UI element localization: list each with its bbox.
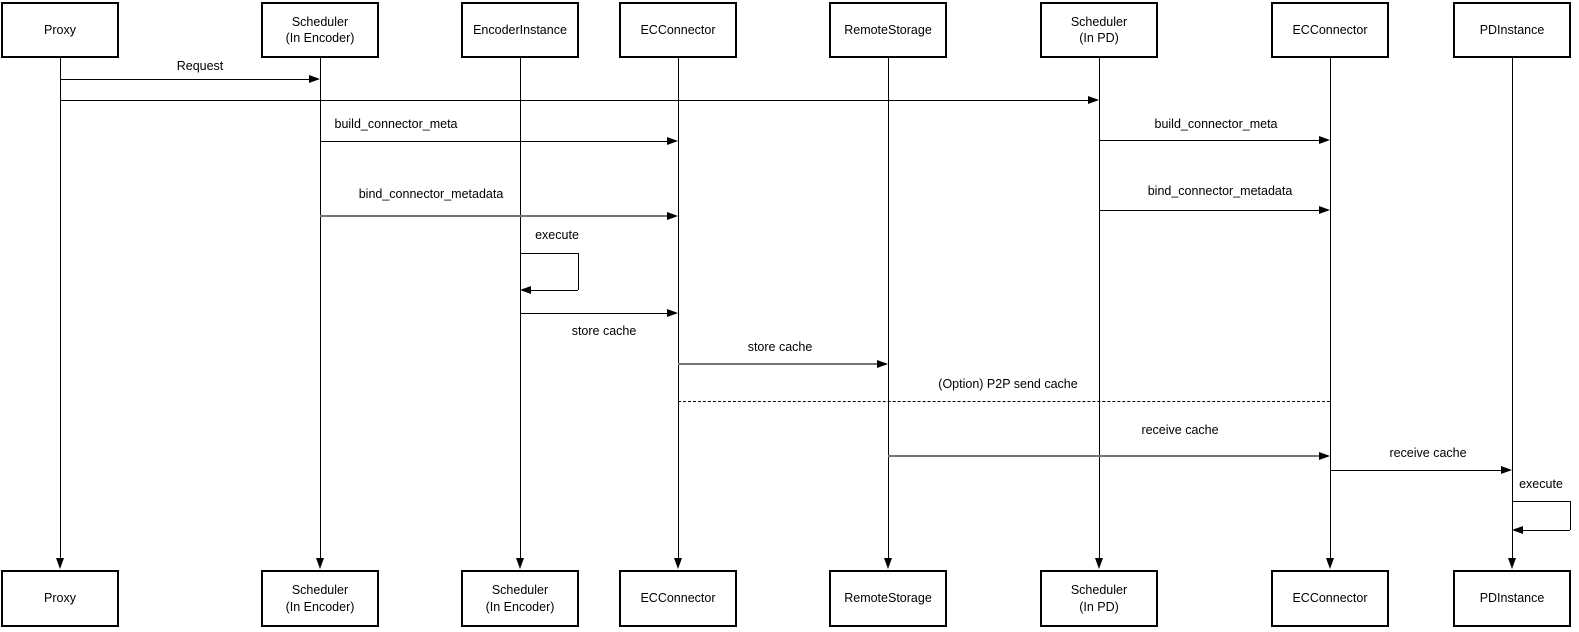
lifeline-pd-instance: [1512, 58, 1513, 558]
arrowhead-icon: [1319, 452, 1330, 460]
arrowhead-icon: [316, 558, 324, 569]
lifeline-ec-connector-encoder: [678, 58, 679, 558]
arrowhead-icon: [1501, 466, 1512, 474]
self-loop-right-execute-pd: [1570, 501, 1571, 530]
actor-top-box-remote-storage: RemoteStorage: [829, 2, 947, 58]
actor-top-box-scheduler-in-pd: Scheduler (In PD): [1040, 2, 1158, 58]
arrowhead-icon: [1319, 136, 1330, 144]
self-loop-bottom-execute-encoder: [531, 290, 578, 291]
message-line-bind-connector-metadata-pd: [1099, 210, 1328, 211]
message-line-store-cache-ecc-to-rs: [678, 363, 886, 365]
actor-top-box-encoder-instance: EncoderInstance: [461, 2, 579, 58]
message-line-bind-connector-metadata-enc: [320, 215, 676, 217]
message-label-bind-connector-metadata-enc: bind_connector_metadata: [356, 187, 506, 201]
actor-bottom-box-pd-instance: PDInstance: [1453, 570, 1571, 627]
message-label-build-connector-meta-pd: build_connector_meta: [1152, 117, 1280, 131]
message-line-store-cache-enc-to-ecc: [520, 313, 676, 314]
lifeline-encoder-instance: [520, 58, 521, 558]
actor-top-box-pd-instance: PDInstance: [1453, 2, 1571, 58]
self-loop-right-execute-encoder: [578, 253, 579, 290]
lifeline-scheduler-in-pd: [1099, 58, 1100, 558]
actor-bottom-box-ec-connector-pd: ECConnector: [1271, 570, 1389, 627]
message-label-store-cache-enc-to-ecc: store cache: [569, 324, 639, 338]
message-label-p2p-send-cache: (Option) P2P send cache: [936, 377, 1080, 391]
arrowhead-icon: [520, 286, 531, 294]
arrowhead-icon: [1326, 558, 1334, 569]
message-line-receive-cache-rs-to-ecc: [888, 455, 1328, 457]
arrowhead-icon: [877, 360, 888, 368]
arrowhead-icon: [1512, 526, 1523, 534]
self-loop-bottom-execute-pd: [1523, 530, 1570, 531]
actor-top-box-ec-connector-pd: ECConnector: [1271, 2, 1389, 58]
actor-top-box-ec-connector-encoder: ECConnector: [619, 2, 737, 58]
arrowhead-icon: [1088, 96, 1099, 104]
arrowhead-icon: [1319, 206, 1330, 214]
actor-bottom-box-remote-storage: RemoteStorage: [829, 570, 947, 627]
arrowhead-icon: [1095, 558, 1103, 569]
message-line-request: [60, 79, 318, 80]
message-line-build-connector-meta-enc: [320, 141, 676, 142]
message-line-build-connector-meta-pd: [1099, 140, 1328, 141]
message-line-receive-cache-ecc-to-pd: [1330, 470, 1510, 471]
arrowhead-icon: [667, 212, 678, 220]
self-loop-top-execute-pd: [1512, 501, 1570, 502]
arrowhead-icon: [516, 558, 524, 569]
message-label-bind-connector-metadata-pd: bind_connector_metadata: [1145, 184, 1295, 198]
message-label-receive-cache-ecc-to-pd: receive cache: [1387, 446, 1469, 460]
actor-top-box-proxy: Proxy: [1, 2, 119, 58]
arrowhead-icon: [56, 558, 64, 569]
actor-bottom-box-encoder-instance: Scheduler (In Encoder): [461, 570, 579, 627]
arrowhead-icon: [309, 75, 320, 83]
message-label-receive-cache-rs-to-ecc: receive cache: [1139, 423, 1221, 437]
message-label-execute-pd: execute: [1517, 477, 1565, 491]
arrowhead-icon: [884, 558, 892, 569]
message-line-proxy-to-scheduler-pd: [60, 100, 1097, 101]
arrowhead-icon: [1508, 558, 1516, 569]
message-line-p2p-send-cache: [678, 401, 1330, 402]
arrowhead-icon: [667, 137, 678, 145]
actor-bottom-box-scheduler-in-pd: Scheduler (In PD): [1040, 570, 1158, 627]
actor-bottom-box-scheduler-in-encoder: Scheduler (In Encoder): [261, 570, 379, 627]
lifeline-proxy: [60, 58, 61, 558]
lifeline-remote-storage: [888, 58, 889, 558]
message-label-store-cache-ecc-to-rs: store cache: [745, 340, 815, 354]
message-label-execute-encoder: execute: [533, 228, 581, 242]
self-loop-top-execute-encoder: [520, 253, 578, 254]
actor-top-box-scheduler-in-encoder: Scheduler (In Encoder): [261, 2, 379, 58]
message-label-build-connector-meta-enc: build_connector_meta: [332, 117, 460, 131]
actor-bottom-box-ec-connector-encoder: ECConnector: [619, 570, 737, 627]
message-label-request: Request: [174, 59, 226, 73]
arrowhead-icon: [674, 558, 682, 569]
lifeline-ec-connector-pd: [1330, 58, 1331, 558]
arrowhead-icon: [667, 309, 678, 317]
actor-bottom-box-proxy: Proxy: [1, 570, 119, 627]
lifeline-scheduler-in-encoder: [320, 58, 321, 558]
